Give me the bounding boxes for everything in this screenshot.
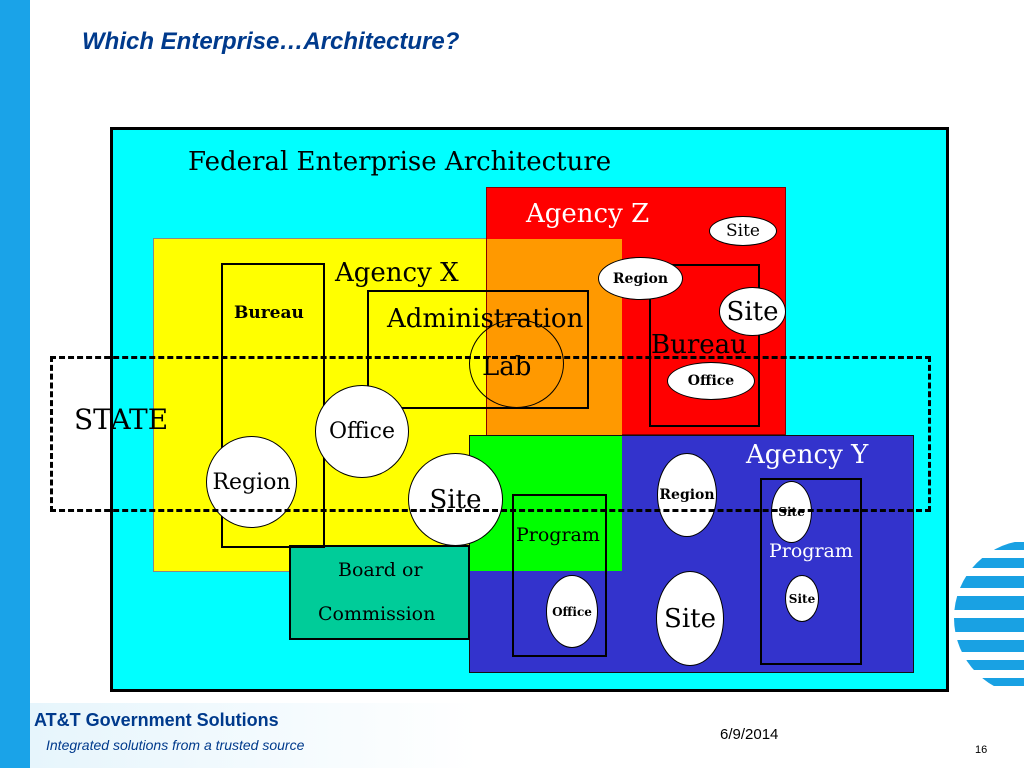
footer-company: AT&T Government Solutions [34,710,279,730]
agency-z-label: Agency Z [526,199,650,229]
agency-z-region-label: Region [612,270,669,287]
agency-y-site-upper-oval: Site [771,481,812,543]
footer-band [30,703,1024,768]
agency-y-label: Agency Y [746,440,869,470]
state-dashed-box [50,356,931,512]
agency-y-site-oval: Site [656,571,724,666]
agency-y-region-oval: Region [657,453,717,537]
agency-z-office-oval: Office [667,362,755,400]
federal-label: Federal Enterprise Architecture [188,147,612,177]
agency-y-program-left-label: Program [516,524,600,546]
page-number: 16 [975,744,988,756]
agency-y-site-label: Site [664,603,716,634]
agency-z-site-top-oval: Site [709,216,777,246]
board-commission-box [289,545,470,640]
agency-z-site-oval: Site [719,287,786,336]
left-accent-bar [0,0,30,768]
agency-y-program-left-box [512,494,607,657]
footer-tagline: Integrated solutions from a trusted sour… [46,737,305,753]
agency-y-program-right-box [760,478,862,665]
agency-z-site-top-label: Site [726,221,760,241]
agency-y-site-lower-oval: Site [785,575,819,622]
agency-y-office-label: Office [552,604,592,619]
board-label-line2: Commission [318,603,436,625]
agency-y-region-label: Region [659,487,715,503]
agency-x-office-oval: Office [315,385,409,478]
board-label-line1: Board or [338,559,423,581]
agency-z-bureau-label: Bureau [651,330,747,360]
agency-x-region-label: Region [212,469,291,495]
administration-box [367,290,589,409]
agency-z-bureau-box [649,264,760,427]
lab-oval [469,319,564,408]
agency-z-region-oval: Region [598,257,683,300]
agency-x-office-label: Office [328,419,396,444]
att-globe-logo [954,540,1024,696]
footer-date: 6/9/2014 [720,726,779,743]
slide-title: Which Enterprise…Architecture? [82,28,460,55]
agency-y-site-upper-label: Site [778,505,805,519]
agency-x-bureau-label: Bureau [234,303,304,323]
agency-x-region-oval: Region [206,436,297,528]
agency-z-site-label: Site [726,296,779,327]
agency-x-label: Agency X [335,258,459,288]
agency-y-office-oval: Office [546,575,598,648]
state-label: STATE [74,403,169,436]
agency-z-office-label: Office [687,373,735,389]
agency-y-site-lower-label: Site [788,591,816,606]
agency-y-program-right-label: Program [769,540,853,562]
